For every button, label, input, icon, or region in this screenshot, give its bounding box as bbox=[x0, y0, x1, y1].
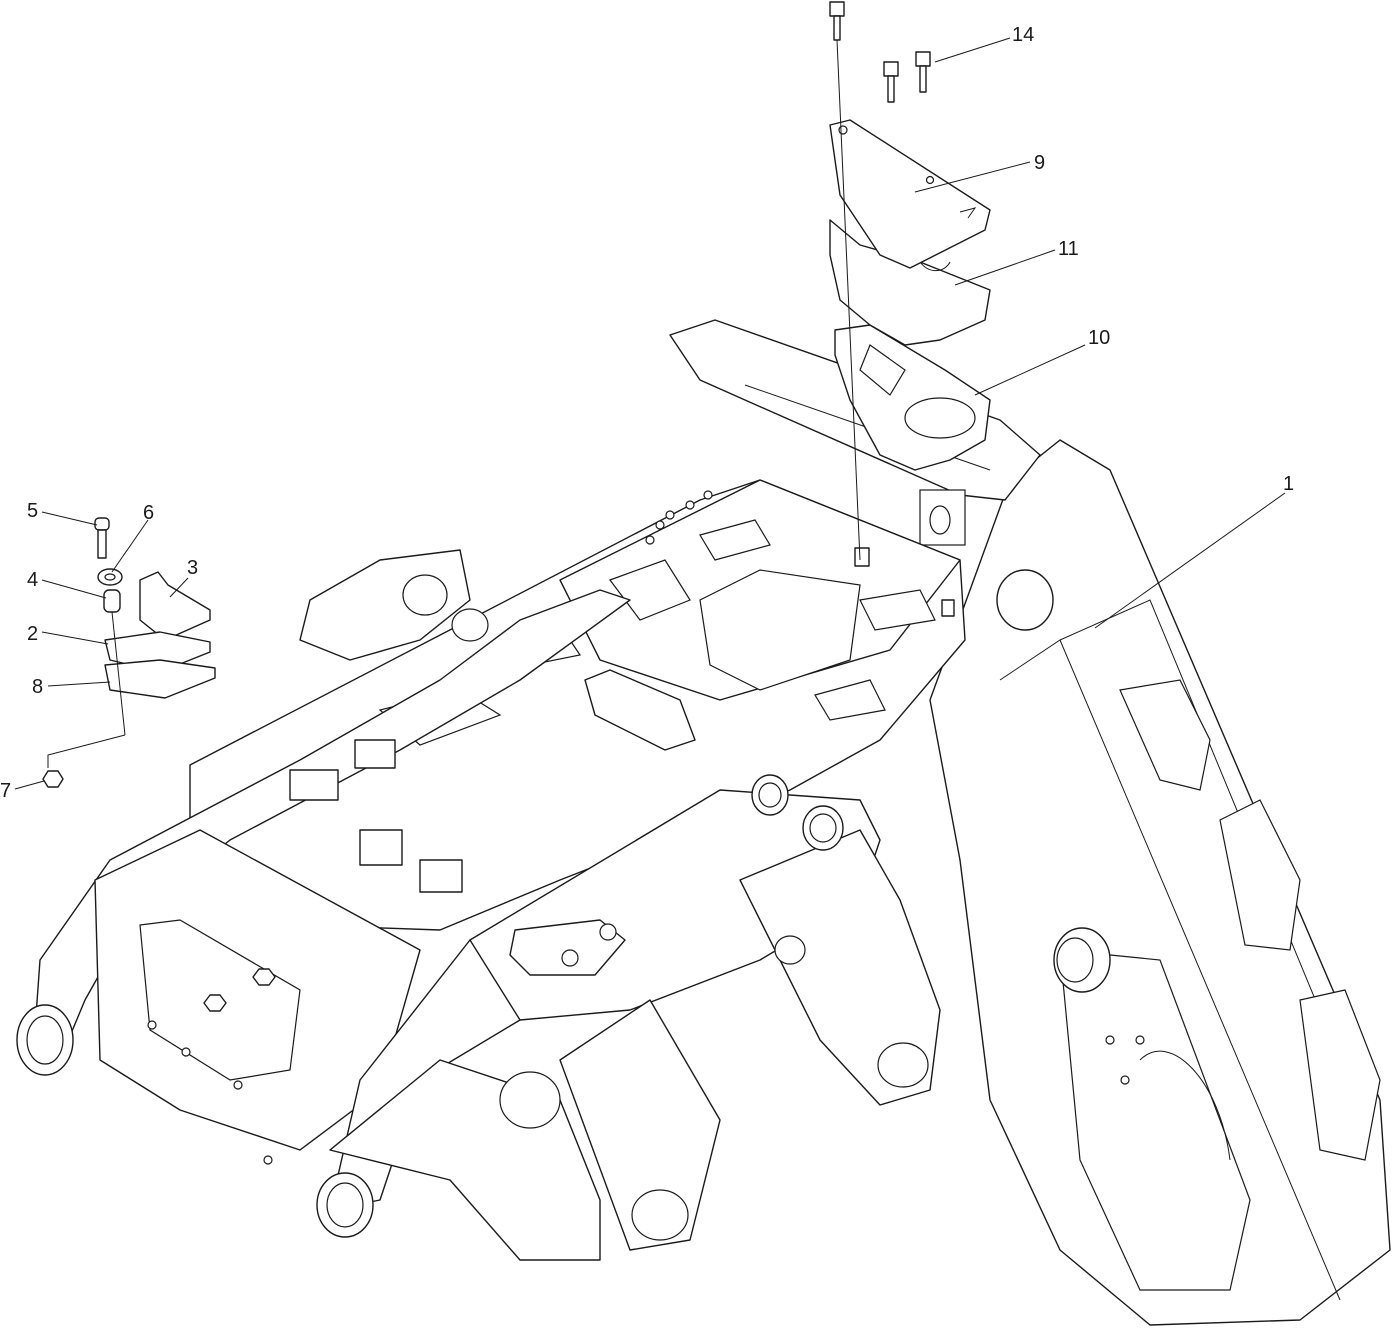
leader-lines bbox=[14, 37, 1286, 790]
callout-1: 1 bbox=[1283, 473, 1294, 495]
callouts: 1 2 3 4 5 6 7 8 9 10 11 14 bbox=[0, 24, 1294, 802]
plate-part-8 bbox=[104, 659, 216, 699]
nut-part-7 bbox=[42, 770, 64, 788]
callout-14: 14 bbox=[1012, 24, 1034, 46]
callout-3: 3 bbox=[187, 557, 198, 579]
bolt-part-5 bbox=[94, 517, 110, 531]
callout-8: 8 bbox=[32, 676, 43, 698]
callout-9: 9 bbox=[1034, 152, 1045, 174]
plate-part-3 bbox=[139, 571, 211, 641]
small-parts-group bbox=[42, 517, 216, 788]
callout-6: 6 bbox=[143, 502, 154, 524]
callout-5: 5 bbox=[27, 500, 38, 522]
callout-11: 11 bbox=[1058, 238, 1079, 260]
bracket-part-10 bbox=[834, 324, 991, 471]
bushing-part-4 bbox=[103, 589, 121, 613]
main-frame bbox=[16, 319, 1391, 1326]
callout-7: 7 bbox=[0, 780, 11, 802]
callout-10: 10 bbox=[1088, 327, 1110, 349]
bolt-shank-part-5 bbox=[97, 529, 107, 559]
bolts-part-14 bbox=[829, 1, 931, 561]
callout-2: 2 bbox=[27, 623, 38, 645]
callout-4: 4 bbox=[27, 569, 38, 591]
